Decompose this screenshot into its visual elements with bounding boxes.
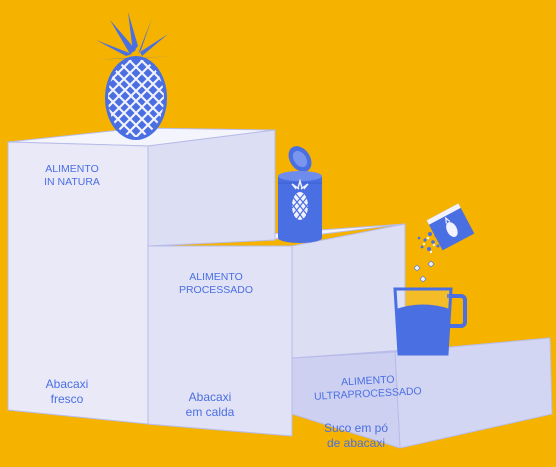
product-label-line1: Suco em pó: [324, 421, 388, 435]
product-label-line2: em calda: [186, 405, 235, 419]
powder-sachet-icon: [414, 203, 474, 282]
product-label-line2: fresco: [51, 392, 84, 406]
category-label-line2: PROCESSADO: [179, 284, 253, 296]
juice-jug-icon: [395, 289, 465, 354]
pineapple-can-icon: [278, 142, 322, 243]
product-label-line2: de abacaxi: [327, 436, 385, 450]
product-label-line1: Abacaxi: [46, 377, 89, 391]
category-label-line2: IN NATURA: [44, 176, 100, 188]
category-label-line1: ALIMENTO: [45, 163, 98, 175]
product-label-line1: Abacaxi: [189, 390, 232, 404]
category-label-line1: ALIMENTO: [189, 271, 242, 283]
